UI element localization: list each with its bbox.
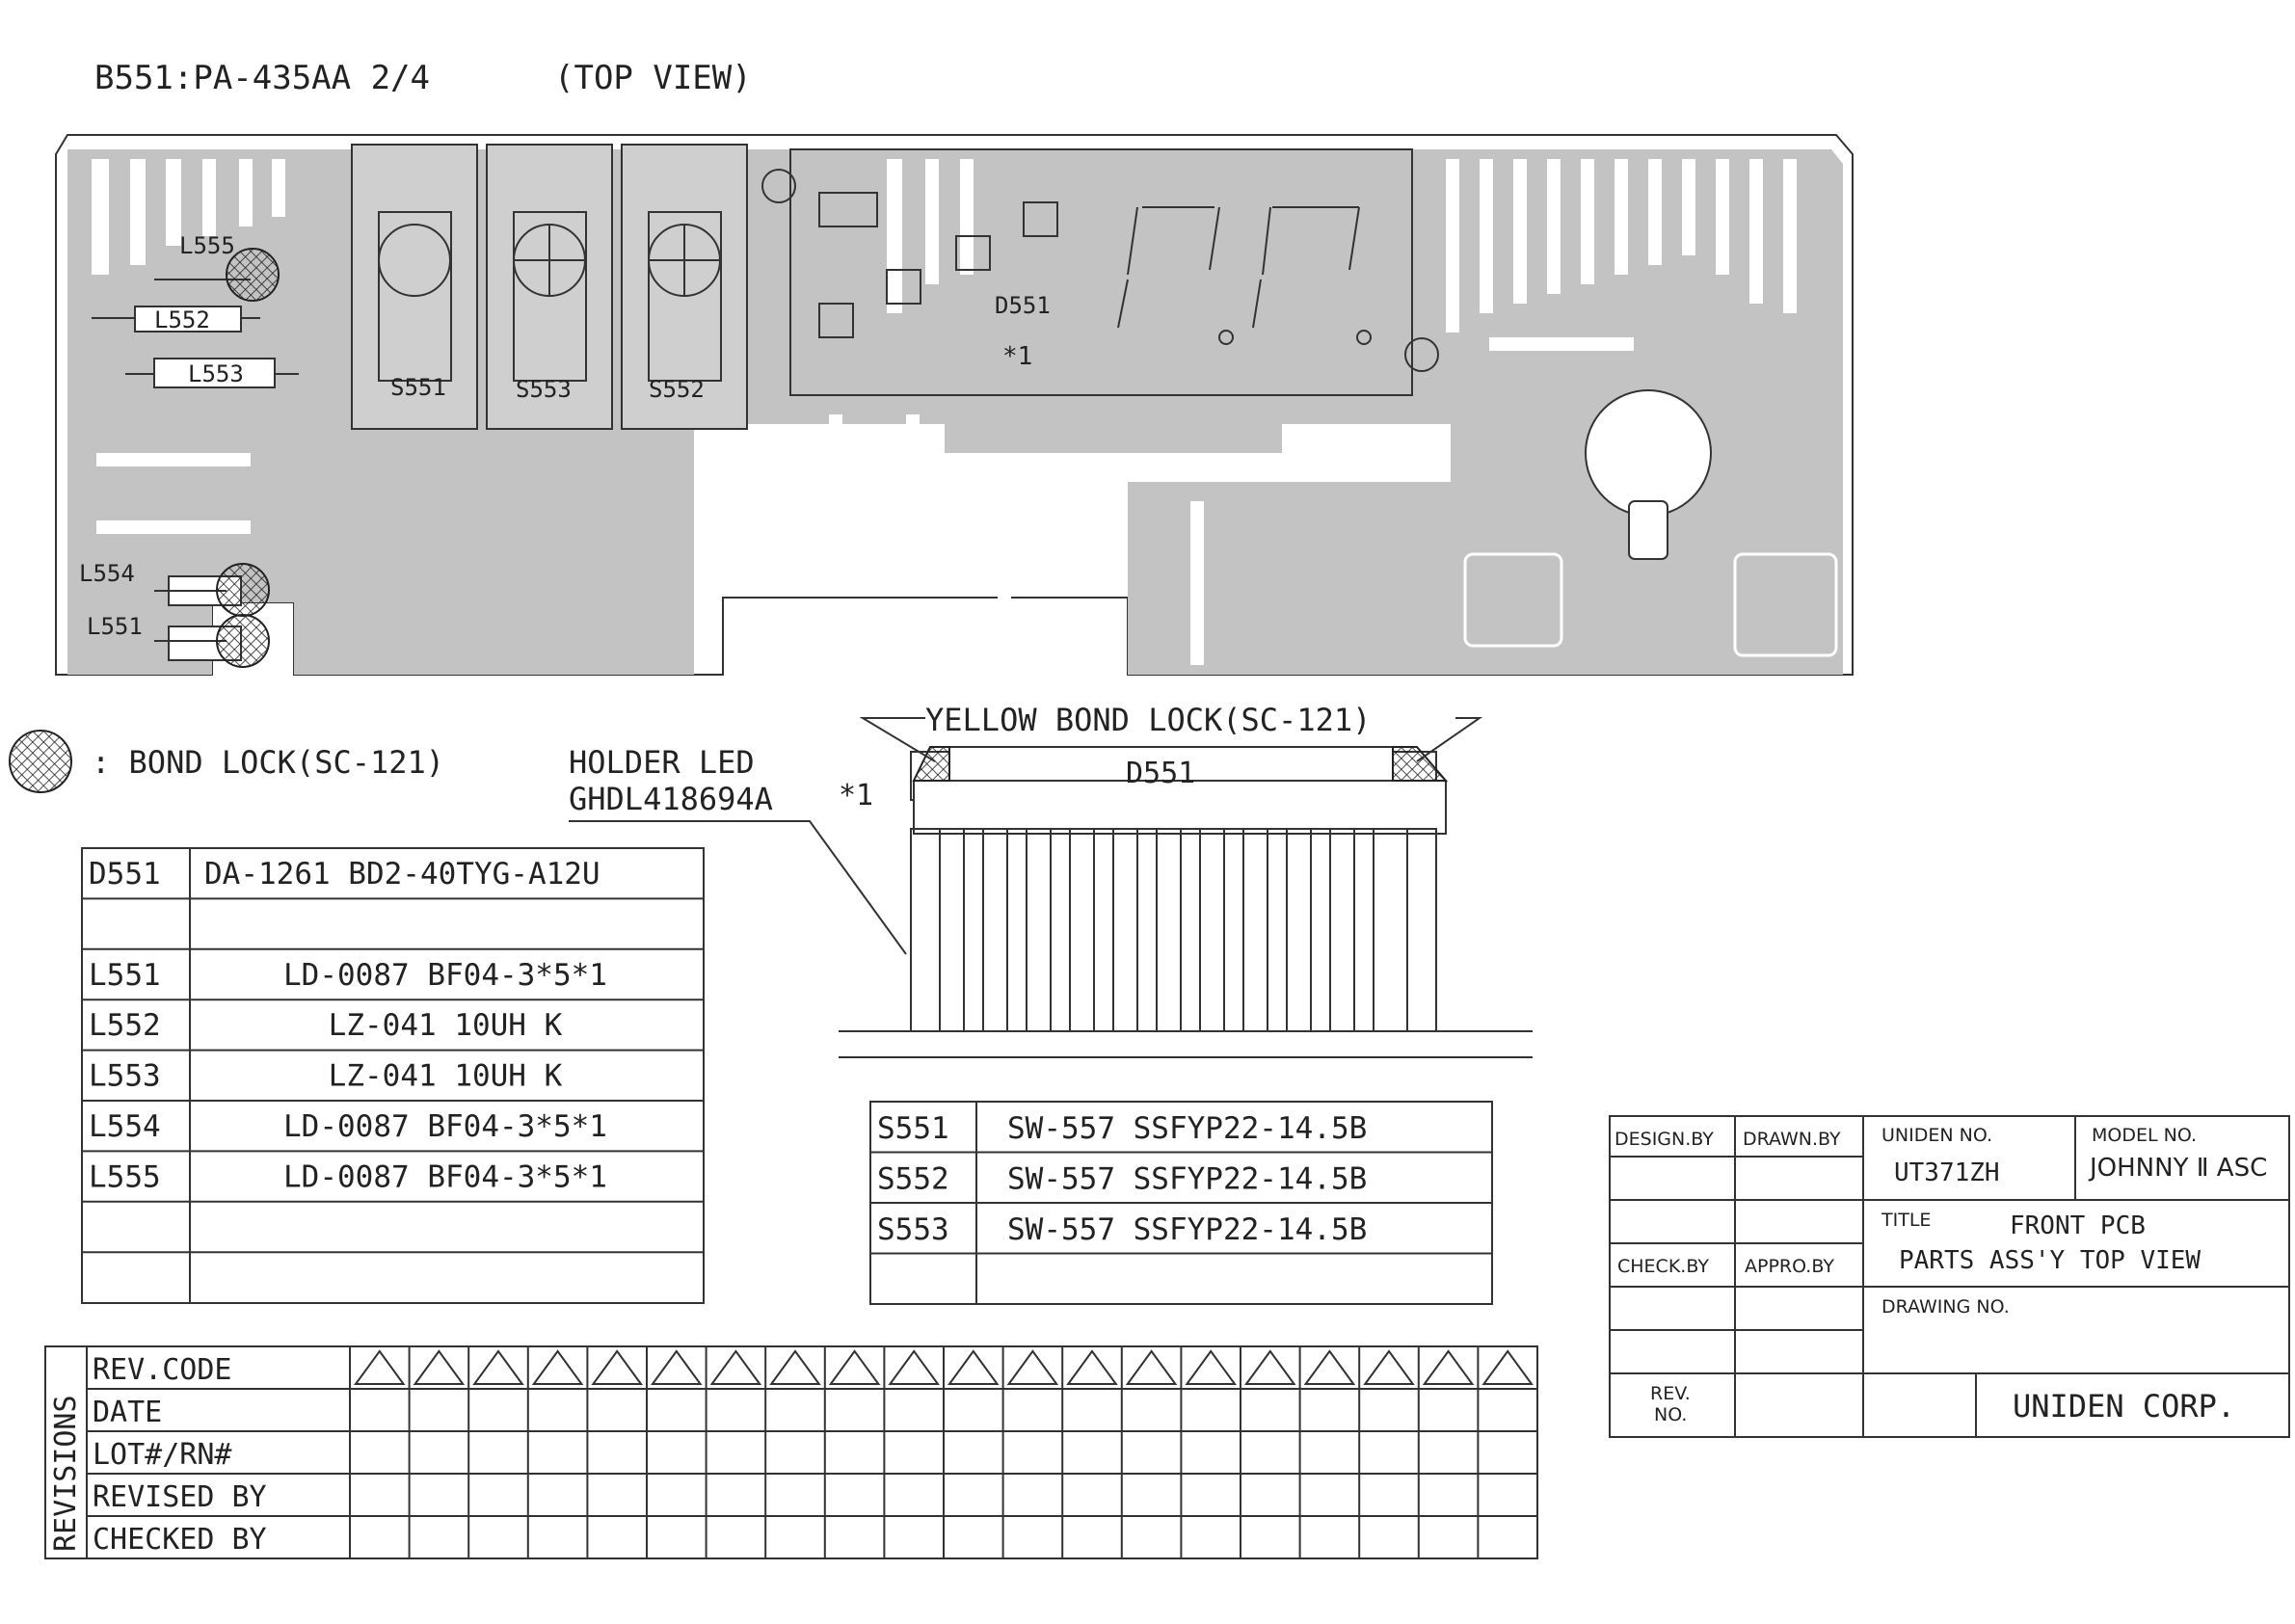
rev-code-triangle-icon xyxy=(413,1349,466,1385)
holder-led-line1: HOLDER LED xyxy=(569,744,755,781)
left-table-ref: L553 xyxy=(89,1059,161,1094)
revision-row-label: LOT#/RN# xyxy=(93,1438,232,1472)
rev-code-triangle-icon xyxy=(1244,1349,1296,1385)
rev-code-triangle-icon xyxy=(769,1349,821,1385)
yellow-bond-right-icon xyxy=(1392,746,1449,782)
rev-code-triangle-icon xyxy=(947,1349,1000,1385)
title-line1: FRONT PCB xyxy=(2010,1211,2146,1240)
rev-code-triangle-icon xyxy=(1481,1349,1534,1385)
right-table-ref: S553 xyxy=(877,1212,949,1247)
rev-code-triangle-icon xyxy=(472,1349,524,1385)
title-line2: PARTS ASS'Y TOP VIEW xyxy=(1899,1246,2201,1275)
rev-no-line1: REV. xyxy=(1650,1383,1691,1404)
rev-code-triangle-icon xyxy=(1422,1349,1475,1385)
left-table-ref: D551 xyxy=(89,857,161,892)
left-table-part: LD-0087 BF04-3*5*1 xyxy=(283,1109,607,1144)
bond-lock-l551-icon xyxy=(216,614,270,668)
board-ref-title: B551:PA-435AA 2/4 xyxy=(94,59,430,97)
rev-code-triangle-icon xyxy=(888,1349,940,1385)
bond-lock-legend-text: : BOND LOCK(SC-121) xyxy=(92,744,444,781)
drawing-no-label: DRAWING NO. xyxy=(1881,1296,2010,1318)
led-side-d551-label: D551 xyxy=(1126,757,1195,790)
title-label: TITLE xyxy=(1881,1210,1931,1231)
revisions-title: REVISIONS xyxy=(49,1395,83,1552)
label-l552: L552 xyxy=(154,306,210,333)
check-by-label: CHECK.BY xyxy=(1617,1256,1709,1277)
drawn-by-label: DRAWN.BY xyxy=(1743,1129,1841,1150)
left-table-ref: L551 xyxy=(89,958,161,993)
rev-code-triangle-icon xyxy=(651,1349,703,1385)
right-table-part: SW-557 SSFYP22-14.5B xyxy=(1007,1212,1367,1247)
appro-by-label: APPRO.BY xyxy=(1745,1256,1834,1277)
design-by-label: DESIGN.BY xyxy=(1615,1129,1714,1150)
label-s551: S551 xyxy=(390,374,446,401)
revision-row-label: DATE xyxy=(93,1396,162,1429)
label-s553: S553 xyxy=(516,376,572,403)
label-s552: S552 xyxy=(649,376,705,403)
right-table-part: SW-557 SSFYP22-14.5B xyxy=(1007,1111,1367,1146)
left-table-part: DA-1261 BD2-40TYG-A12U xyxy=(204,857,600,892)
label-l553: L553 xyxy=(188,360,244,387)
rev-code-triangle-icon xyxy=(1185,1349,1237,1385)
rev-code-triangle-icon xyxy=(591,1349,643,1385)
rev-code-triangle-icon xyxy=(354,1349,406,1385)
yellow-bond-left-icon xyxy=(912,746,950,782)
left-table-ref: L555 xyxy=(89,1159,161,1194)
right-table-part: SW-557 SSFYP22-14.5B xyxy=(1007,1162,1367,1197)
holder-led-mark: *1 xyxy=(839,779,873,812)
model-no-label: MODEL NO. xyxy=(2092,1125,2197,1146)
yellow-bond-lock-text: YELLOW BOND LOCK(SC-121) xyxy=(925,702,1371,738)
label-l551: L551 xyxy=(87,613,143,640)
company-name: UNIDEN CORP. xyxy=(2013,1388,2235,1424)
rev-code-triangle-icon xyxy=(1125,1349,1178,1385)
rev-code-triangle-icon xyxy=(1303,1349,1356,1385)
bond-lock-legend-icon xyxy=(9,730,72,793)
revision-row-label: REVISED BY xyxy=(93,1480,267,1514)
left-table-part: LD-0087 BF04-3*5*1 xyxy=(283,1159,607,1194)
pcb-board: L555 L552 L553 L554 L551 S551 S553 S552 … xyxy=(55,134,1854,676)
rev-no-line2: NO. xyxy=(1654,1404,1687,1425)
label-l555: L555 xyxy=(179,232,235,259)
holder-led-line2: GHDL418694A xyxy=(569,781,773,817)
left-table-ref: L552 xyxy=(89,1008,161,1043)
rev-code-triangle-icon xyxy=(709,1349,762,1385)
rev-code-triangle-icon xyxy=(828,1349,881,1385)
uniden-no-label: UNIDEN NO. xyxy=(1881,1125,1992,1146)
left-table-part: LD-0087 BF04-3*5*1 xyxy=(283,958,607,993)
label-d551: D551 xyxy=(995,292,1051,319)
rev-code-triangle-icon xyxy=(1066,1349,1118,1385)
rev-code-triangle-icon xyxy=(1363,1349,1415,1385)
revision-row-label: REV.CODE xyxy=(93,1353,232,1387)
left-table-ref: L554 xyxy=(89,1109,161,1144)
label-l554: L554 xyxy=(79,560,135,587)
view-title: (TOP VIEW) xyxy=(554,59,752,97)
left-table-part: LZ-041 10UH K xyxy=(329,1059,563,1094)
rev-code-triangle-icon xyxy=(531,1349,584,1385)
right-table-ref: S551 xyxy=(877,1111,949,1146)
rev-code-triangle-icon xyxy=(1006,1349,1059,1385)
bond-lock-l554-icon xyxy=(216,563,270,617)
left-table-part: LZ-041 10UH K xyxy=(329,1008,563,1043)
led-side-view xyxy=(569,746,1533,1058)
uniden-no-value: UT371ZH xyxy=(1894,1158,2000,1187)
title-block xyxy=(1609,1115,2290,1438)
model-no-value: JOHNNY Ⅱ ASC xyxy=(2088,1154,2267,1183)
bond-lock-l555-icon xyxy=(226,248,280,302)
right-table-ref: S552 xyxy=(877,1162,949,1197)
revisions-table: REVISIONS REV.CODE DATE LOT#/RN# REVISED BY… xyxy=(44,1345,1538,1559)
revision-row-label: CHECKED BY xyxy=(93,1523,267,1557)
label-mark: *1 xyxy=(1002,342,1032,371)
